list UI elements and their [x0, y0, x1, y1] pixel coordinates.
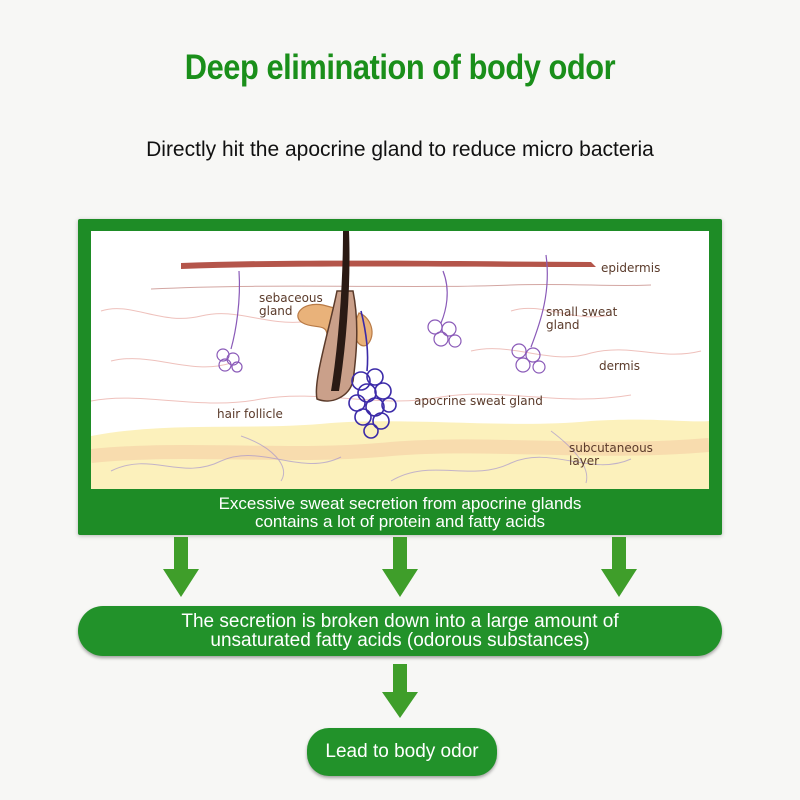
small-sweat-gland-2: [427, 270, 462, 348]
label-small-sweat-gland: small sweat gland: [546, 306, 617, 332]
breakdown-line2: unsaturated fatty acids (odorous substan…: [210, 630, 590, 651]
label-sebaceous-gland: sebaceous gland: [259, 292, 323, 318]
label-apocrine-sweat-gland: apocrine sweat gland: [414, 394, 543, 408]
label-subcutaneous-line1: subcutaneous: [569, 441, 653, 455]
skin-cross-section-illustration: epidermis sebaceous gland small sweat gl…: [91, 231, 709, 489]
subcutaneous-fat-highlight: [91, 438, 709, 463]
label-small-sweat-line2: gland: [546, 318, 580, 332]
label-sebaceous-line1: sebaceous: [259, 291, 323, 305]
caption-line1: Excessive sweat secretion from apocrine …: [218, 494, 582, 513]
label-dermis: dermis: [599, 359, 640, 373]
label-epidermis: epidermis: [601, 261, 661, 275]
skin-diagram-frame: epidermis sebaceous gland small sweat gl…: [78, 219, 722, 535]
page-title: Deep elimination of body odor: [184, 48, 616, 87]
small-sweat-gland-3: [511, 254, 548, 374]
down-arrow-icon: [382, 537, 418, 597]
body-odor-result-pill: Lead to body odor: [307, 728, 497, 776]
stratum-line: [150, 283, 652, 290]
hair-shaft: [331, 231, 350, 391]
apocrine-gland-coil: [348, 310, 397, 439]
skin-layers-drawing: [91, 231, 709, 489]
down-arrow-icon: [163, 537, 199, 597]
label-sebaceous-line2: gland: [259, 304, 293, 318]
down-arrow-icon: [382, 664, 418, 718]
epidermis-layer: [181, 260, 596, 269]
label-subcutaneous-layer: subcutaneous layer: [569, 442, 653, 468]
diagram-caption: Excessive sweat secretion from apocrine …: [78, 495, 722, 531]
down-arrow-icon: [601, 537, 637, 597]
breakdown-line1: The secretion is broken down into a larg…: [181, 611, 619, 632]
small-sweat-gland-1: [216, 270, 243, 373]
caption-line2: contains a lot of protein and fatty acid…: [254, 512, 546, 531]
page-subtitle: Directly hit the apocrine gland to reduc…: [146, 138, 654, 161]
fat-layer-fibers: [110, 430, 632, 484]
label-hair-follicle: hair follicle: [217, 407, 283, 421]
label-small-sweat-line1: small sweat: [546, 305, 618, 319]
label-subcutaneous-line2: layer: [569, 454, 600, 468]
breakdown-step-banner: The secretion is broken down into a larg…: [78, 606, 722, 656]
